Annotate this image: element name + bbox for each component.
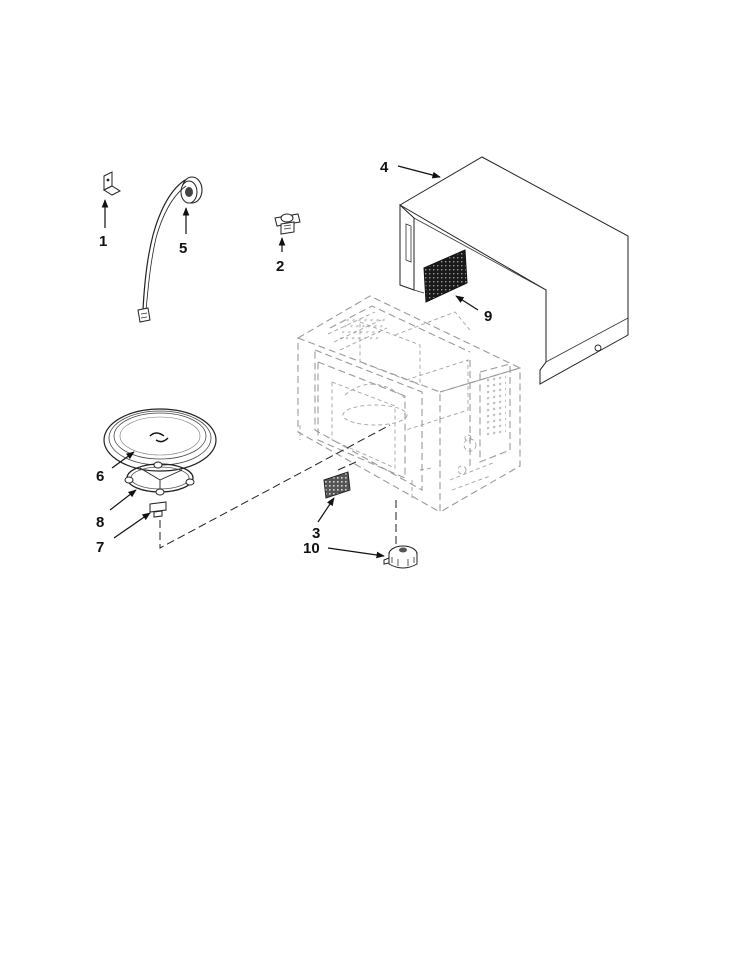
turntable-motor-part	[383, 545, 418, 569]
roller-ring-part	[124, 461, 195, 496]
callout-arrow-10	[327, 547, 385, 559]
callout-1: 1	[99, 233, 107, 250]
callout-arrow-7	[113, 512, 151, 539]
alignment-leaders	[159, 424, 397, 549]
callout-arrows	[101, 165, 479, 559]
callout-arrow-8	[109, 489, 137, 511]
callout-2: 2	[276, 258, 284, 275]
callout-7: 7	[96, 539, 104, 556]
callout-arrow-3	[317, 497, 335, 523]
coupler-part	[149, 501, 167, 518]
callout-arrow-4	[397, 165, 441, 179]
callout-5: 5	[179, 240, 187, 257]
filter-part	[423, 249, 468, 303]
callout-4: 4	[380, 159, 389, 176]
callout-arrow-9	[455, 295, 479, 311]
sensor-part	[274, 213, 301, 235]
callout-3: 3	[312, 525, 320, 542]
callout-6: 6	[96, 468, 104, 485]
waveguide-cover-part	[323, 471, 351, 499]
callout-labels: 1 2 3 4 5 6 7 8 9 10	[96, 159, 492, 557]
bracket-part	[102, 171, 122, 196]
callout-arrow-6	[111, 451, 135, 469]
callout-9: 9	[484, 308, 492, 325]
microwave-chassis-outline	[297, 295, 522, 513]
callout-8: 8	[96, 514, 104, 531]
callout-10: 10	[303, 540, 320, 557]
outer-cabinet-wrapper	[399, 156, 629, 385]
thermal-fuse-part	[137, 176, 203, 323]
